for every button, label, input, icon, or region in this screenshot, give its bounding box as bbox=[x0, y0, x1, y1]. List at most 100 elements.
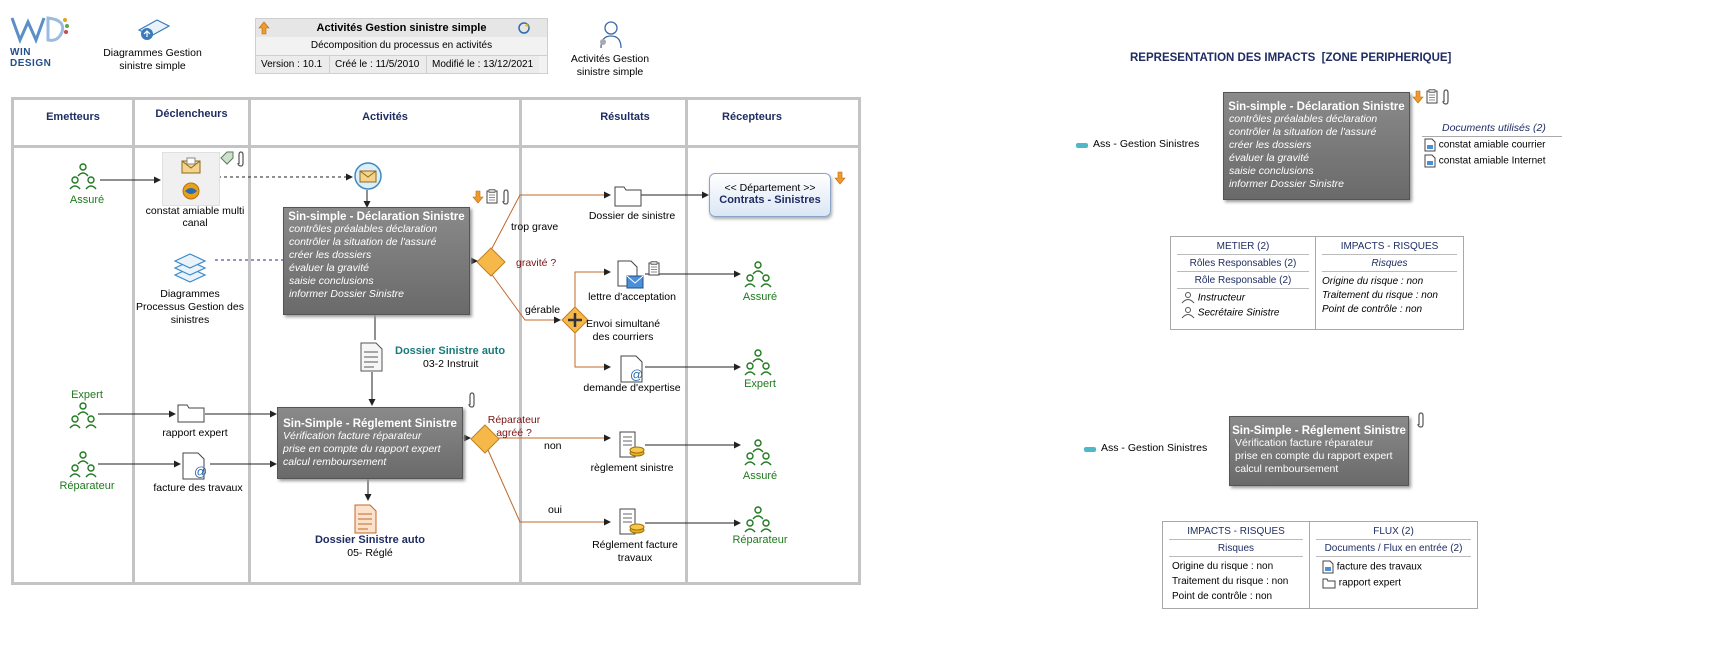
actor-group-icon bbox=[744, 261, 772, 288]
activity-declaration-title: Sin-simple - Déclaration Sinistre bbox=[288, 211, 465, 223]
actor-expert: Expert bbox=[71, 389, 103, 401]
doc-item-internet[interactable]: constat amiable Internet bbox=[1424, 154, 1546, 168]
col-divider-1 bbox=[132, 97, 135, 585]
header-divider bbox=[11, 145, 861, 148]
trigger-facture-label: facture des travaux bbox=[153, 482, 243, 494]
up-arrow-icon[interactable] bbox=[258, 21, 270, 35]
activity-line: évaluer la gravité bbox=[289, 262, 369, 274]
document-email-icon[interactable]: @ bbox=[182, 452, 208, 480]
decision-gravite-label: gravité ? bbox=[516, 257, 557, 269]
diagram-link[interactable]: Diagrammes Gestion sinistre simple bbox=[95, 16, 210, 73]
clipboard-icon[interactable] bbox=[486, 189, 498, 204]
attachment-icon[interactable] bbox=[236, 151, 246, 167]
activity-line: contrôles préalables déclaration bbox=[1229, 113, 1378, 125]
mail-event-icon[interactable] bbox=[353, 162, 383, 190]
actor-group-icon bbox=[69, 451, 97, 478]
department-name: Contrats - Sinistres bbox=[719, 194, 821, 206]
roles-responsables: Rôles Responsables (2) bbox=[1189, 258, 1297, 269]
department-stereotype: << Département >> bbox=[724, 182, 816, 194]
doc-item-courrier[interactable]: constat amiable courrier bbox=[1424, 138, 1546, 152]
impacts-table-1: METIER (2) Rôles Responsables (2) Rôle R… bbox=[1170, 236, 1464, 330]
activity-line: informer Dossier Sinistre bbox=[1229, 178, 1344, 190]
clipboard-icon[interactable] bbox=[1426, 89, 1438, 104]
actor-link-bar bbox=[1076, 143, 1088, 148]
invoice-coins-icon[interactable] bbox=[617, 508, 645, 538]
branch-trop-grave: trop grave bbox=[511, 221, 559, 233]
trigger-diagrammes-label[interactable]: Diagrammes Processus Gestion des sinistr… bbox=[136, 288, 244, 326]
activity-line: créer les dossiers bbox=[1229, 139, 1312, 151]
refresh-icon[interactable] bbox=[517, 21, 531, 35]
actor-group-icon bbox=[744, 506, 772, 533]
activity-line: Vérification facture réparateur bbox=[1235, 437, 1374, 449]
person-icon bbox=[1181, 292, 1195, 304]
actor-group-icon bbox=[69, 163, 97, 190]
actor-assure-1: Assuré bbox=[69, 194, 105, 206]
risques-header: Risques bbox=[1217, 543, 1255, 554]
mail-icon bbox=[181, 157, 201, 174]
activity-line: saisie conclusions bbox=[289, 275, 374, 287]
diagram-link-icon bbox=[137, 19, 170, 40]
activity-declaration[interactable]: Sin-simple - Déclaration Sinistre contrô… bbox=[283, 207, 470, 315]
role-responsable: Rôle Responsable (2) bbox=[1194, 275, 1292, 286]
attachment-icon[interactable] bbox=[501, 189, 511, 205]
col-header-resultats: Résultats bbox=[600, 111, 650, 123]
impacts-risques-header: IMPACTS - RISQUES bbox=[1187, 526, 1285, 537]
constat-icon-group[interactable] bbox=[162, 152, 220, 206]
invoice-coins-icon[interactable] bbox=[617, 431, 645, 461]
page-title: Activités Gestion sinistre simple bbox=[316, 22, 487, 34]
document-icon bbox=[1322, 560, 1334, 574]
role-item-instructeur[interactable]: Instructeur bbox=[1181, 292, 1315, 304]
attachment-icon[interactable] bbox=[1441, 89, 1451, 105]
ass-gestion-label-1: Ass - Gestion Sinistres bbox=[1093, 138, 1200, 150]
impact-activity-declaration[interactable]: Sin-simple - Déclaration Sinistre contrô… bbox=[1223, 92, 1410, 200]
download-icon[interactable] bbox=[472, 190, 484, 204]
layers-icon[interactable] bbox=[173, 253, 207, 285]
trigger-rapport-label: rapport expert bbox=[162, 427, 228, 439]
col-header-recepteurs: Récepteurs bbox=[722, 111, 782, 123]
col-header-declencheurs: Déclencheurs bbox=[155, 108, 228, 120]
col-divider-4 bbox=[685, 97, 688, 585]
flux-item-rapport[interactable]: rapport expert bbox=[1322, 577, 1477, 589]
activity-line: prise en compte du rapport expert bbox=[1235, 450, 1393, 462]
impact-activity-declaration-title: Sin-simple - Déclaration Sinistre bbox=[1228, 101, 1405, 113]
download-icon[interactable] bbox=[834, 171, 846, 185]
actor-icon bbox=[600, 21, 622, 49]
result-reglement-facture-label: Réglement facture travaux bbox=[592, 539, 678, 564]
owner-link[interactable]: Activités Gestion sinistre simple bbox=[565, 20, 655, 79]
owner-label: Activités Gestion sinistre simple bbox=[570, 53, 650, 78]
risk-line: Traitement du risque : non bbox=[1172, 576, 1289, 587]
flux-item-facture[interactable]: facture des travaux bbox=[1322, 560, 1477, 574]
download-icon[interactable] bbox=[1412, 90, 1424, 104]
process-grid bbox=[11, 97, 861, 585]
logo-text: WIN DESIGN bbox=[10, 47, 52, 69]
decision-reparateur-icon[interactable] bbox=[470, 424, 500, 454]
actor-group-icon bbox=[744, 439, 772, 466]
impact-activity-reglement[interactable]: Sin-Simple - Réglement Sinistre Vérifica… bbox=[1229, 416, 1409, 486]
department-box[interactable]: << Département >> Contrats - Sinistres bbox=[709, 173, 831, 217]
decision-gravite-icon[interactable] bbox=[476, 247, 506, 277]
trigger-constat-label: constat amiable multi canal bbox=[145, 205, 245, 229]
attachment-icon[interactable] bbox=[467, 392, 477, 408]
flow-connectors bbox=[98, 173, 741, 527]
activity-reglement[interactable]: Sin-Simple - Réglement Sinistre Vérifica… bbox=[277, 407, 463, 479]
document-email-icon[interactable]: @ bbox=[620, 355, 646, 383]
clipboard-icon[interactable] bbox=[648, 261, 660, 276]
impacts-title: REPRESENTATION DES IMPACTS [ZONE PERIPHE… bbox=[1130, 52, 1452, 64]
risk-line: Point de contrôle : non bbox=[1172, 591, 1273, 602]
folder-icon[interactable] bbox=[177, 401, 205, 423]
folder-icon[interactable] bbox=[614, 183, 642, 207]
attachment-icon[interactable] bbox=[1416, 412, 1426, 428]
impact-activity-reglement-title: Sin-Simple - Réglement Sinistre bbox=[1232, 425, 1406, 437]
parallel-gateway-icon[interactable] bbox=[561, 306, 589, 334]
checklist-document-icon[interactable] bbox=[360, 342, 384, 372]
branch-oui: oui bbox=[548, 504, 563, 516]
role-item-secretaire[interactable]: Secrétaire Sinistre bbox=[1181, 307, 1315, 319]
flux-item-label: facture des travaux bbox=[1336, 561, 1422, 573]
tag-icon[interactable] bbox=[220, 151, 234, 165]
risques-header: Risques bbox=[1371, 258, 1408, 269]
checklist-document-icon[interactable] bbox=[354, 504, 378, 534]
branch-non: non bbox=[544, 440, 562, 452]
page-subtitle: Décomposition du processus en activités bbox=[256, 37, 547, 55]
flux-subheader: Documents / Flux en entrée (2) bbox=[1324, 543, 1463, 554]
document-mail-icon[interactable] bbox=[617, 260, 645, 290]
